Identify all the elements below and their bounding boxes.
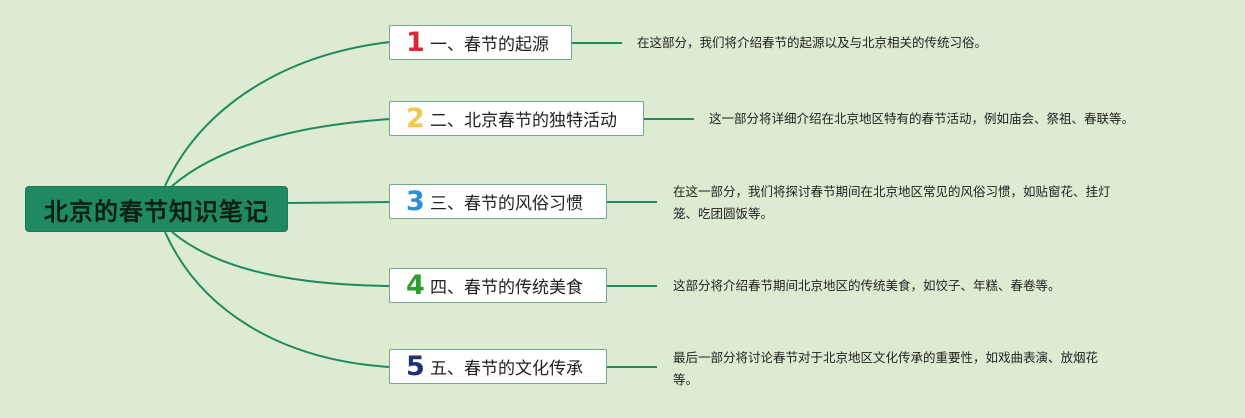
branch-label-2: 二、北京春节的独特活动 [430, 111, 617, 131]
branch-desc-4: 这部分将介绍春节期间北京地区的传统美食，如饺子、年糕、春卷等。 [673, 275, 1061, 297]
branch-label-4: 四、春节的传统美食 [430, 278, 583, 298]
branch-desc-2: 这一部分将详细介绍在北京地区特有的春节活动，例如庙会、祭祖、春联等。 [709, 108, 1134, 130]
number-1-icon: 1 [406, 27, 425, 58]
number-2-icon: 2 [406, 103, 425, 134]
connector-root-branch-2 [171, 118, 391, 187]
branch-label-3: 三、春节的风俗习惯 [430, 194, 583, 214]
number-3-icon: 3 [406, 186, 425, 217]
root-title: 北京的春节知识笔记 [44, 197, 269, 226]
connector-root-branch-4 [171, 231, 391, 287]
branch-node-1[interactable]: 1 一、春节的起源 [389, 25, 572, 60]
branch-desc-2-text: 这一部分将详细介绍在北京地区特有的春节活动，例如庙会、祭祖、春联等。 [709, 111, 1135, 126]
branch-desc-5-line-1: 最后一部分将讨论春节对于北京地区文化传承的重要性，如戏曲表演、放烟花 [673, 350, 1099, 365]
number-4-icon: 4 [406, 270, 425, 301]
branch-desc-3: 在这一部分，我们将探讨春节期间在北京地区常见的风俗习惯，如贴窗花、挂灯 笼、吃团… [673, 181, 1111, 225]
branch-desc-3-line-2: 笼、吃团圆饭等。 [673, 206, 774, 221]
branch-desc-5: 最后一部分将讨论春节对于北京地区文化传承的重要性，如戏曲表演、放烟花 等。 [673, 347, 1098, 391]
connector-root-branch-3 [287, 201, 391, 204]
branch-node-3[interactable]: 3 三、春节的风俗习惯 [389, 184, 607, 219]
number-5-icon: 5 [406, 351, 425, 382]
branch-desc-1: 在这部分，我们将介绍春节的起源以及与北京相关的传统习俗。 [637, 32, 987, 54]
branch-label-5: 五、春节的文化传承 [430, 359, 583, 379]
root-node[interactable]: 北京的春节知识笔记 [25, 186, 288, 232]
branch-node-4[interactable]: 4 四、春节的传统美食 [389, 268, 607, 303]
branch-desc-5-line-2: 等。 [673, 372, 699, 387]
branch-node-2[interactable]: 2 二、北京春节的独特活动 [389, 101, 644, 136]
branch-label-1: 一、春节的起源 [430, 35, 549, 55]
connector-root-branch-1 [164, 41, 391, 187]
branch-desc-3-line-1: 在这一部分，我们将探讨春节期间在北京地区常见的风俗习惯，如贴窗花、挂灯 [673, 184, 1111, 199]
branch-desc-4-text: 这部分将介绍春节期间北京地区的传统美食，如饺子、年糕、春卷等。 [673, 278, 1061, 293]
branch-node-5[interactable]: 5 五、春节的文化传承 [389, 349, 607, 384]
connector-root-branch-5 [164, 231, 391, 368]
branch-desc-1-text: 在这部分，我们将介绍春节的起源以及与北京相关的传统习俗。 [637, 35, 988, 50]
